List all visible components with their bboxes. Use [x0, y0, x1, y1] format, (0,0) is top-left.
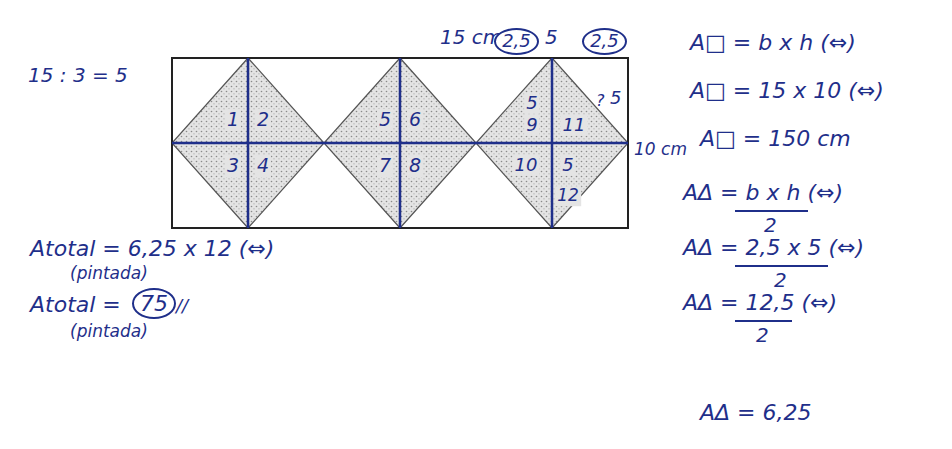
handwritten-note: // — [176, 296, 188, 317]
handwritten-note: AΔ = 2,5 x 5 (⇔) — [683, 235, 864, 260]
callout-number: 1 — [225, 109, 241, 131]
circled-number: 2,5 — [502, 30, 531, 51]
handwritten-note: Atotal = 6,25 x 12 (⇔) — [30, 236, 274, 261]
callout-number: 6 — [407, 109, 423, 131]
handwritten-note: 10 cm — [634, 140, 687, 160]
handwritten-note: 5 — [545, 26, 558, 49]
handwritten-note: 15 cm — [440, 26, 502, 49]
handwritten-note: 5 — [610, 88, 621, 109]
handwritten-note: 2 — [756, 324, 769, 347]
circled-value: 2,5 — [494, 28, 539, 55]
rectangle — [172, 58, 628, 228]
callout-number: 5 — [377, 109, 393, 131]
handwritten-note: A□ = b x h (⇔) — [690, 30, 856, 55]
ink-lines — [172, 58, 628, 228]
handwritten-note: ? — [596, 92, 605, 110]
handwritten-note: Atotal = — [30, 292, 121, 317]
handwritten-note: AΔ = b x h (⇔) — [683, 180, 843, 205]
callout-number: 8 — [407, 155, 423, 177]
callout-number: 4 — [255, 155, 271, 177]
handwritten-note: 2 — [774, 269, 787, 292]
circled-number: 75 — [140, 291, 168, 316]
callout-number: 3 — [225, 155, 241, 177]
handwritten-note: 2 — [764, 214, 777, 237]
callout-number: 12 — [555, 186, 581, 206]
callout-number: 11 — [561, 115, 588, 136]
callout-number: 2 — [255, 109, 271, 131]
handwritten-note: (pintada) — [70, 322, 148, 342]
circled-value: 2,5 — [582, 28, 627, 55]
handwritten-note: 15 : 3 = 5 — [28, 64, 128, 87]
handwritten-note: A□ = 15 x 10 (⇔) — [690, 78, 884, 103]
handwritten-note: A□ = 150 cm — [700, 126, 851, 151]
handwritten-note: AΔ = 12,5 (⇔) — [683, 290, 837, 315]
callout-number: 10 — [513, 155, 540, 176]
callout-number: 9 — [524, 115, 539, 136]
callout-number: 5 — [524, 93, 539, 114]
shaded-diamonds — [172, 58, 628, 228]
circled-value: 75 — [132, 288, 176, 319]
handwritten-note: AΔ = 6,25 — [700, 400, 812, 425]
callout-number: 7 — [377, 155, 393, 177]
callout-number: 5 — [560, 155, 575, 176]
handwritten-note: (pintada) — [70, 264, 148, 284]
circled-number: 2,5 — [590, 30, 619, 51]
